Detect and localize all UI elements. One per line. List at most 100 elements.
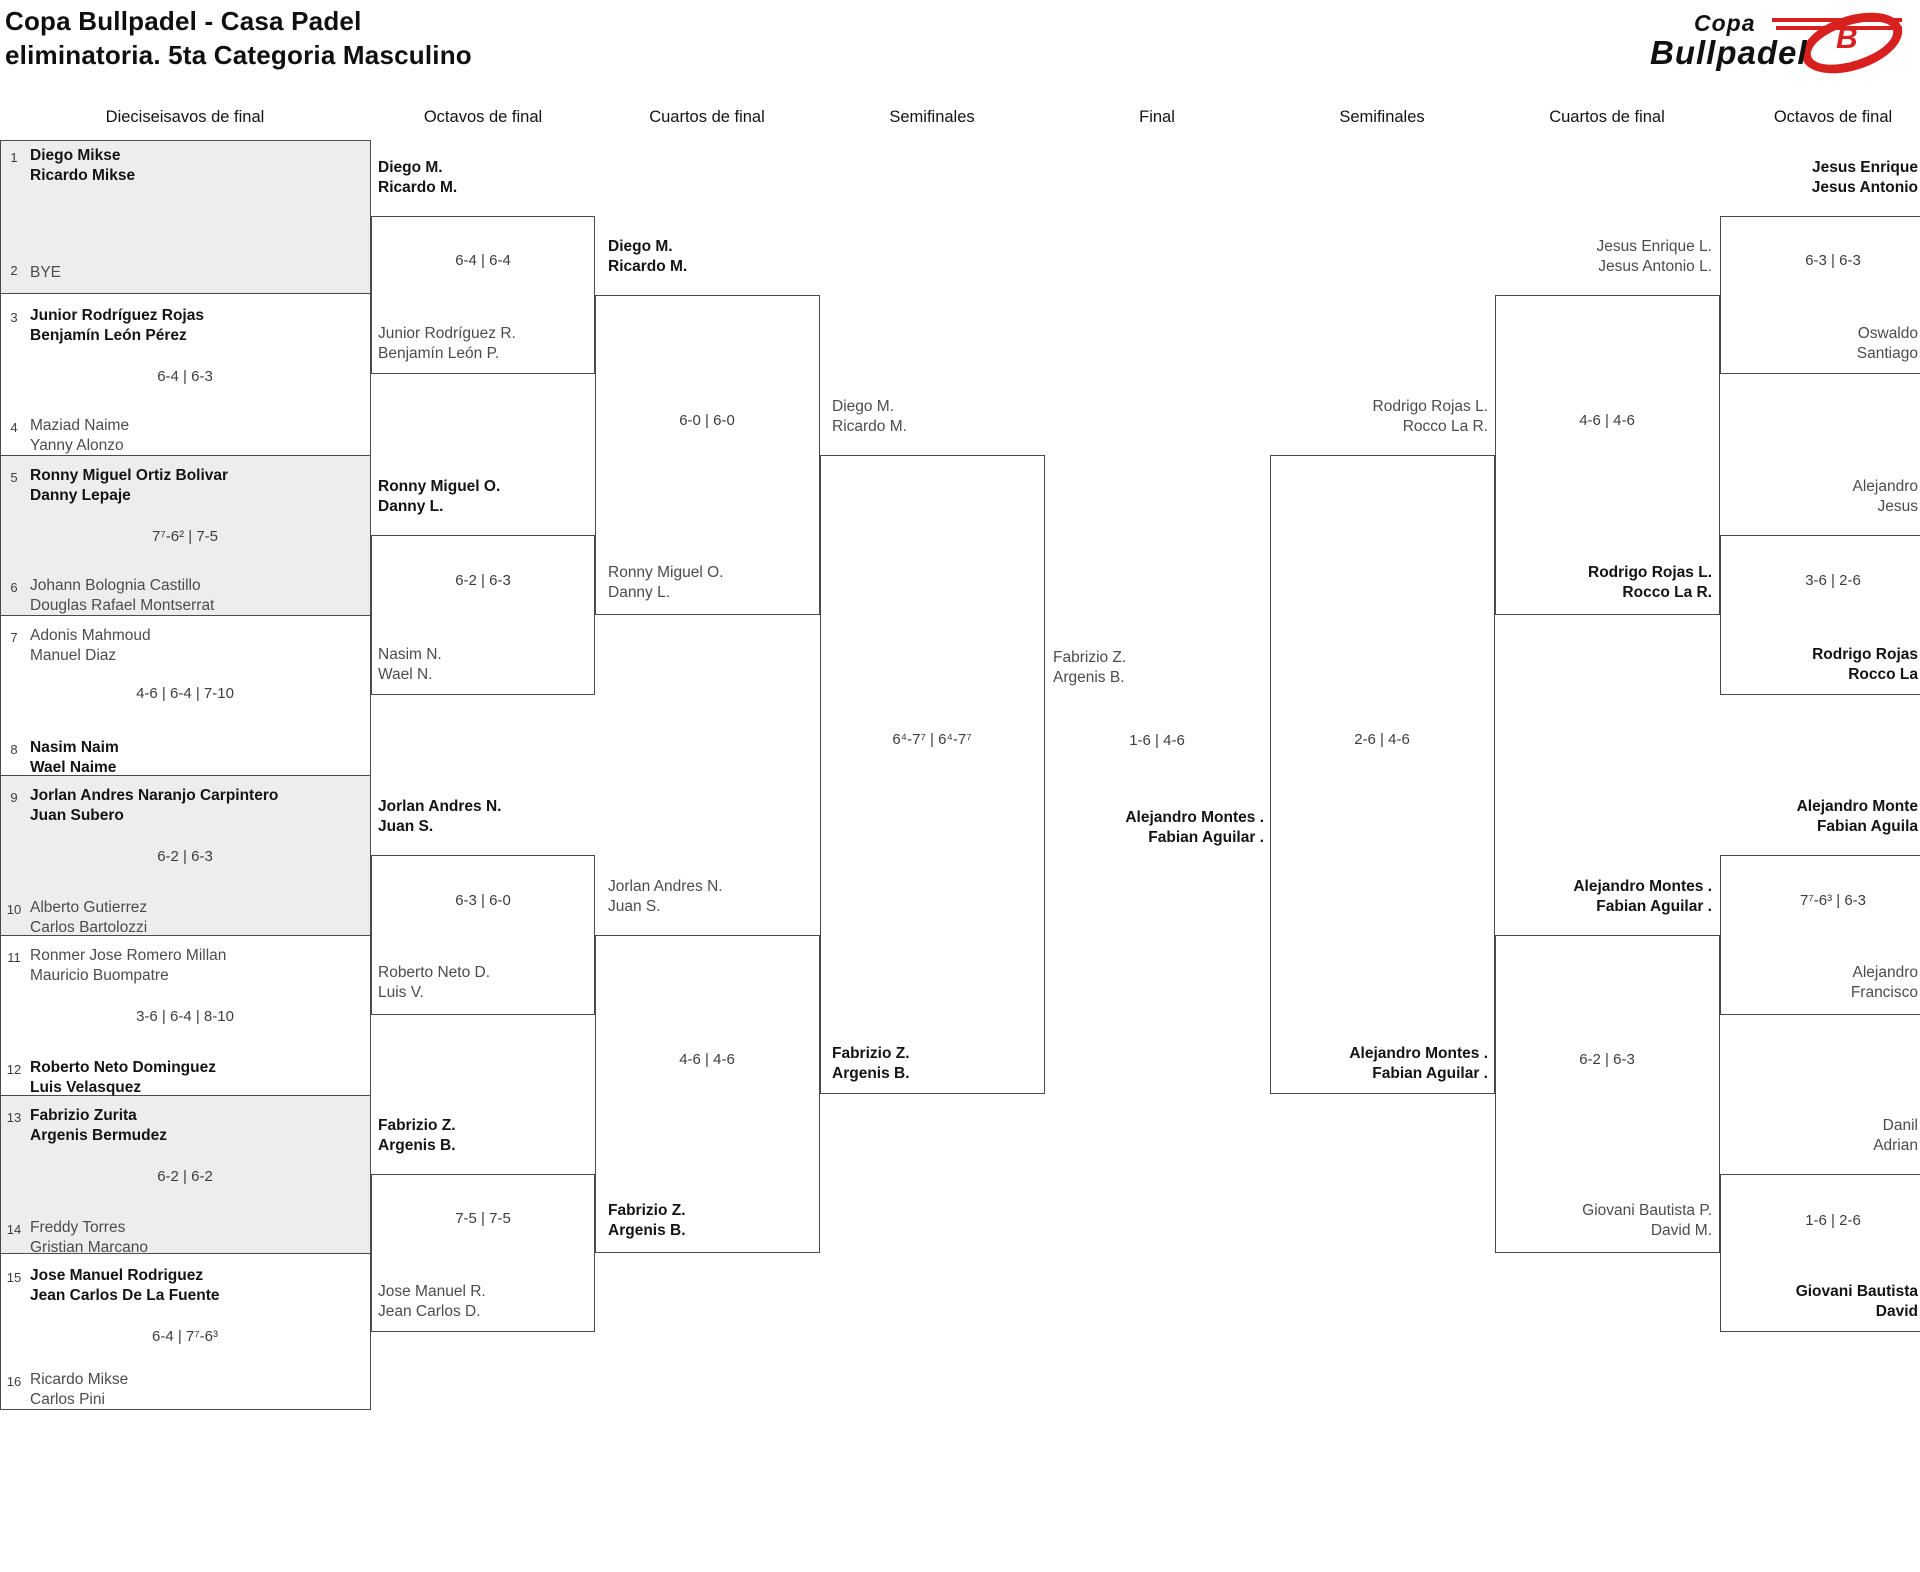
team-octavos-right: Alejandro Monte Fabian Aguila [1796,798,1918,835]
logo-b-icon: B [1836,22,1858,55]
semifinal-right-box [1270,455,1495,1094]
r32-match-box [1,776,370,936]
match-score: 4-6 | 4-6 [1579,412,1635,429]
match-score: 6-4 | 7⁷-6³ [151,1328,219,1345]
seed-number: 3 [10,310,18,325]
team-seed-2: BYE [30,264,62,281]
round-header-final: Final [1139,108,1175,126]
semifinal-left-box [820,455,1045,1094]
seed-number: 16 [6,1374,22,1389]
match-score: 4-6 | 6-4 | 7-10 [136,685,234,702]
logo-speedline-icon [1776,26,1902,30]
team-octavos-left: Fabrizio Z. Argenis B. [378,1117,456,1154]
match-score: 6⁴-7⁷ | 6⁴-7⁷ [892,731,972,748]
seed-number: 13 [6,1110,22,1125]
round-header-octavos-left: Octavos de final [423,108,543,126]
octavos-left-box [371,1174,595,1332]
octavos-right-box [1720,535,1920,695]
round-header-dieciseisavos: Dieciseisavos de final [105,108,265,126]
seed-number: 9 [10,790,18,805]
team-cuartos-right: Jesus Enrique L. Jesus Antonio L. [1596,238,1712,275]
team-seed-10: Alberto Gutierrez Carlos Bartolozzi [30,899,148,936]
team-seed-11: Ronmer Jose Romero Millan Mauricio Buomp… [30,947,227,984]
title-line-2: eliminatoria. 5ta Categoria Masculino [5,40,472,70]
team-seed-12: Roberto Neto Dominguez Luis Velasquez [30,1059,216,1096]
team-seed-13: Fabrizio Zurita Argenis Bermudez [30,1107,167,1144]
match-score: 3-6 | 6-4 | 8-10 [136,1008,234,1025]
team-octavos-left: Roberto Neto D. Luis V. [378,964,490,1001]
logo-word-copa: Copa [1694,10,1756,36]
match-score: 6-3 | 6-3 [1805,252,1861,269]
round-header-semifinales-left: Semifinales [889,108,975,126]
round-header-cuartos-right: Cuartos de final [1549,108,1665,126]
copa-bullpadel-logo: B Copa Bullpadel [1650,1,1918,85]
team-octavos-left: Junior Rodríguez R. Benjamín León P. [378,325,516,362]
team-octavos-left: Diego M. Ricardo M. [378,159,458,196]
octavos-right-box [1720,1174,1920,1332]
match-score: 7⁷-6² | 7-5 [151,528,219,545]
match-score: 4-6 | 4-6 [679,1051,735,1068]
team-seed-8: Nasim Naim Wael Naime [30,739,119,776]
octavos-right-box [1720,216,1920,374]
match-score: 6-2 | 6-3 [157,848,213,865]
octavos-right-box [1720,855,1920,1015]
team-cuartos-left: Ronny Miguel O. Danny L. [608,564,724,601]
r32-match-box [1,141,370,294]
cuartos-right-box [1495,935,1720,1253]
seed-number: 5 [10,470,18,485]
team-octavos-left: Jorlan Andres N. Juan S. [378,798,502,835]
match-score: 7-5 | 7-5 [455,1210,511,1227]
team-semifinal-right: Rodrigo Rojas L. Rocco La R. [1372,398,1488,435]
team-seed-4: Maziad Naime Yanny Alonzo [30,417,130,454]
team-seed-3: Junior Rodríguez Rojas Benjamín León Pér… [30,307,204,344]
logo-speedline-icon [1772,18,1902,22]
seed-number: 15 [6,1270,22,1285]
team-cuartos-right: Rodrigo Rojas L. Rocco La R. [1588,564,1712,601]
team-seed-6: Johann Bolognia Castillo Douglas Rafael … [30,577,215,614]
final-score: 1-6 | 4-6 [1129,732,1185,749]
team-octavos-right: Jesus Enrique Jesus Antonio [1811,159,1918,196]
cuartos-left-box [595,935,820,1253]
seed-number: 4 [10,420,18,435]
team-octavos-left: Ronny Miguel O. Danny L. [378,478,501,515]
team-semifinal-left: Fabrizio Z. Argenis B. [832,1045,910,1082]
match-score: 6-4 | 6-3 [157,368,213,385]
team-seed-7: Adonis Mahmoud Manuel Diaz [30,627,151,664]
team-cuartos-left: Fabrizio Z. Argenis B. [608,1202,686,1239]
match-score: 6-2 | 6-3 [455,572,511,589]
match-score: 6-3 | 6-0 [455,892,511,909]
r32-match-box [1,1254,370,1409]
team-seed-5: Ronny Miguel Ortiz Bolivar Danny Lepaje [30,467,229,504]
team-cuartos-right: Alejandro Montes . Fabian Aguilar . [1573,878,1712,915]
team-octavos-right: Alejandro Francisco [1850,964,1918,1001]
cuartos-left-box [595,295,820,615]
octavos-left-box [371,855,595,1015]
team-octavos-right: Danil Adrian [1873,1117,1918,1154]
round-header-octavos-right: Octavos de final [1773,108,1893,126]
match-score: 7⁷-6³ | 6-3 [1799,892,1867,909]
seed-number: 1 [10,150,18,165]
match-score: 3-6 | 2-6 [1805,572,1861,589]
team-octavos-right: Rodrigo Rojas Rocco La [1812,646,1918,683]
team-octavos-left: Jose Manuel R. Jean Carlos D. [378,1283,486,1320]
team-cuartos-right: Giovani Bautista P. David M. [1582,1202,1712,1239]
team-cuartos-left: Jorlan Andres N. Juan S. [608,878,723,915]
seed-number: 2 [10,263,18,278]
round-header-semifinales-right: Semifinales [1339,108,1425,126]
seed-number: 6 [10,580,18,595]
match-score: 6-4 | 6-4 [455,252,511,269]
octavos-left-box [371,216,595,374]
octavos-left-box [371,535,595,695]
match-score: 1-6 | 2-6 [1805,1212,1861,1229]
team-seed-1: Diego Mikse Ricardo Mikse [30,147,136,184]
team-final-winner: Alejandro Montes . Fabian Aguilar . [1125,809,1264,846]
team-seed-16: Ricardo Mikse Carlos Pini [30,1371,129,1408]
team-cuartos-left: Diego M. Ricardo M. [608,238,688,275]
seed-number: 12 [6,1062,22,1077]
seed-number: 10 [6,902,22,917]
match-score: 6-2 | 6-3 [1579,1051,1635,1068]
team-octavos-left: Nasim N. Wael N. [378,646,442,683]
match-score: 2-6 | 4-6 [1354,731,1410,748]
round-header-cuartos-left: Cuartos de final [649,108,765,126]
